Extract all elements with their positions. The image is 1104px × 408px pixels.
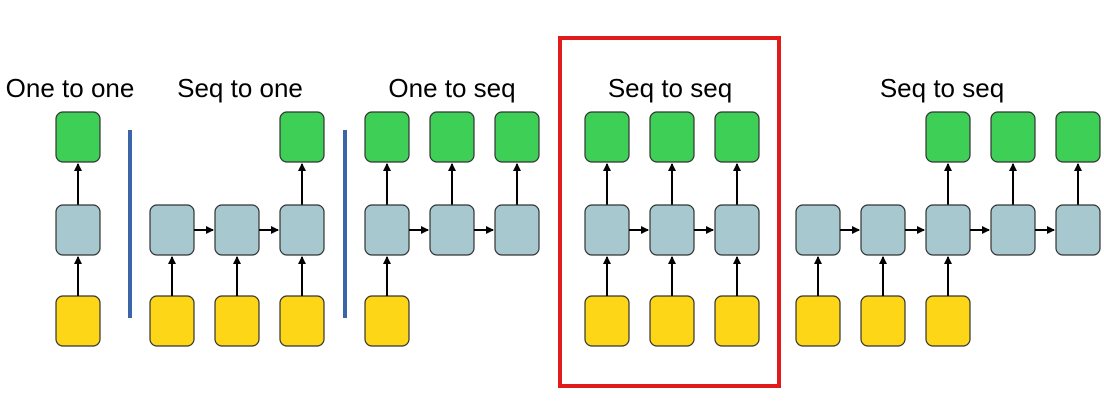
input-cell (55, 295, 101, 347)
input-cell (149, 295, 195, 347)
hidden-cell (149, 204, 195, 256)
hidden-cell (429, 204, 475, 256)
output-cell (714, 111, 760, 163)
output-cell (429, 111, 475, 163)
output-cell (990, 111, 1036, 163)
input-cell (279, 295, 325, 347)
hidden-cell (364, 204, 410, 256)
input-cell (795, 295, 841, 347)
hidden-cell (990, 204, 1036, 256)
output-cell (925, 111, 971, 163)
hidden-cell (55, 204, 101, 256)
panel-title-one-to-seq: One to seq (388, 73, 515, 103)
input-cell (925, 295, 971, 347)
output-cell (649, 111, 695, 163)
input-cell (714, 295, 760, 347)
input-cell (214, 295, 260, 347)
output-cell (1055, 111, 1101, 163)
input-cell (584, 295, 630, 347)
panel-title-seq-to-seq: Seq to seq (880, 73, 1004, 103)
output-cell (584, 111, 630, 163)
input-cell (649, 295, 695, 347)
hidden-cell (279, 204, 325, 256)
input-cell (364, 295, 410, 347)
panel-title-seq-to-seq-highlighted: Seq to seq (608, 73, 732, 103)
input-cell (860, 295, 906, 347)
hidden-cell (1055, 204, 1101, 256)
hidden-cell (795, 204, 841, 256)
hidden-cell (649, 204, 695, 256)
hidden-cell (714, 204, 760, 256)
hidden-cell (584, 204, 630, 256)
highlight-frame (558, 36, 781, 388)
hidden-cell (925, 204, 971, 256)
output-cell (55, 111, 101, 163)
panel-title-one-to-one: One to one (6, 73, 135, 103)
output-cell (364, 111, 410, 163)
hidden-cell (860, 204, 906, 256)
panel-title-seq-to-one: Seq to one (177, 73, 303, 103)
output-cell (494, 111, 540, 163)
output-cell (279, 111, 325, 163)
hidden-cell (214, 204, 260, 256)
hidden-cell (494, 204, 540, 256)
